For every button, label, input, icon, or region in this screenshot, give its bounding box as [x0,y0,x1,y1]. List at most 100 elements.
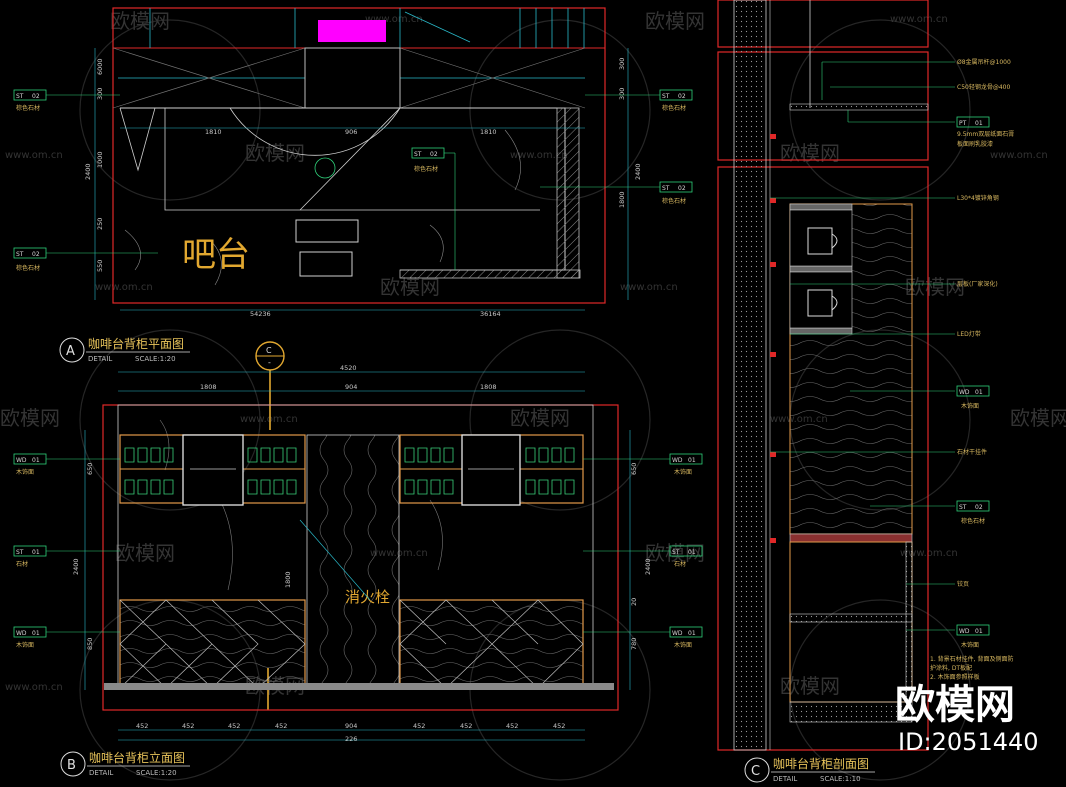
plan-wall-hatch [556,107,580,279]
elev-dim-total: 4520 [340,364,357,372]
elev-dim-top: 1808 [480,383,497,391]
elev-dim-right: 20 [630,598,638,606]
elev-dim-bottom: 904 [345,722,357,730]
section-note: 板面刷乳胶漆 [957,140,993,148]
elev-dim-bottom: 452 [275,722,287,730]
elev-dim-bottom: 452 [182,722,194,730]
plan-dim-top: 1810 [480,128,497,136]
section-title-block: C 咖啡台背柜剖面图 DETAIL SCALE:1:10 [744,756,875,783]
watermark-brand: 欧模网 [780,674,840,698]
plan-dim-bottom: 54236 [250,310,271,318]
plan-tag: ST 02 棕色石材 [585,89,693,112]
section-note: 铰页 [957,580,969,588]
svg-text:木饰面: 木饰面 [961,641,979,649]
svg-text:木饰面: 木饰面 [16,641,34,649]
watermark-site: www.om.cn [900,548,958,559]
svg-text:木饰面: 木饰面 [674,641,692,649]
plan-dim-top: 906 [345,128,357,136]
elev-dim-right: 780 [630,638,638,650]
section-wall [733,0,767,751]
plan-dim-left: 6000 [96,58,104,75]
svg-text:石材: 石材 [674,560,686,568]
section-note: 1. 背景石材挂件, 背面及侧面防 [930,655,1013,663]
svg-text:02: 02 [678,93,686,100]
elev-dim-bottom: 452 [228,722,240,730]
svg-text:棕色石材: 棕色石材 [662,104,686,112]
svg-text:木饰面: 木饰面 [16,468,34,476]
elev-title: 咖啡台背柜立面图 [89,750,185,765]
plan-label: A [66,344,75,359]
svg-text:木饰面: 木饰面 [961,402,979,410]
plan-dim-left: 300 [96,88,104,100]
elev-dim-right: 2400 [644,558,652,575]
plan-sink [299,251,353,277]
elev-tag: WD 01 木饰面 [583,626,703,649]
elev-left-shelf [119,434,306,506]
plan-dim-right: 2400 [634,163,642,180]
svg-text:02: 02 [678,185,686,192]
svg-text:ST: ST [959,504,967,511]
watermark-site: www.om.cn [990,150,1048,161]
svg-text:棕色石材: 棕色石材 [16,264,40,272]
svg-text:DETAIL: DETAIL [773,775,797,783]
elev-center-panel [306,434,400,689]
svg-text:ST: ST [16,251,24,258]
svg-text:WD: WD [959,389,970,396]
elev-dim-left: 650 [86,463,94,475]
svg-text:02: 02 [975,504,983,511]
plan-dim-bottom: 36164 [480,310,501,318]
svg-text:WD: WD [672,630,683,637]
elev-base [104,683,614,690]
watermark-site: www.om.cn [890,14,948,25]
section-note: 9.5mm双层纸面石膏 [957,130,1014,138]
svg-text:SCALE:1:20: SCALE:1:20 [136,769,177,777]
section-note: L30*4镀锌角钢 [957,194,999,202]
svg-text:ST: ST [414,151,422,158]
svg-text:SCALE:1:10: SCALE:1:10 [820,775,861,783]
plan-title-block: A 咖啡台背柜平面图 DETAIL SCALE:1:20 [59,336,190,363]
plan-magenta-block [318,20,386,42]
elev-dim-top: 904 [345,383,357,391]
elev-right-shelf [399,434,584,506]
svg-text:棕色石材: 棕色石材 [16,104,40,112]
svg-text:01: 01 [975,628,983,635]
svg-text:棕色石材: 棕色石材 [414,165,438,173]
elev-left-cabinet [119,599,306,689]
watermark-brand: 欧模网 [110,9,170,33]
watermark-brand: 欧模网 [905,275,965,299]
plan-counter-item [295,219,359,243]
svg-text:ST: ST [662,185,670,192]
svg-text:01: 01 [32,457,40,464]
watermark-brand: 欧模网 [780,141,840,165]
drawing-a-plan: 吧台 1810 906 1810 54236 36164 6000 300 24… [13,7,693,363]
svg-text:01: 01 [688,630,696,637]
plan-frame [112,7,606,304]
svg-text:ST: ST [16,93,24,100]
elev-right-cabinet [399,599,584,689]
watermark-site: www.om.cn [5,150,63,161]
svg-text:02: 02 [32,251,40,258]
svg-text:01: 01 [32,630,40,637]
brand-logo: 欧模网 [895,682,1015,728]
plan-tag: ST 02 棕色石材 [411,147,456,270]
elev-dim-top: 1808 [200,383,217,391]
drawing-b-elevation: C - 4520 1808 904 1808 消火栓 [13,341,703,777]
svg-text:木饰面: 木饰面 [674,468,692,476]
watermark-site: www.om.cn [365,14,423,25]
plan-room-name: 吧台 [182,235,250,275]
plan-dim-left: 2400 [84,163,92,180]
elev-label: B [67,758,76,773]
elev-dim-bottom: 452 [553,722,565,730]
svg-text:ST: ST [662,93,670,100]
section-label: C [751,764,760,779]
plan-column [304,47,401,109]
svg-text:02: 02 [430,151,438,158]
